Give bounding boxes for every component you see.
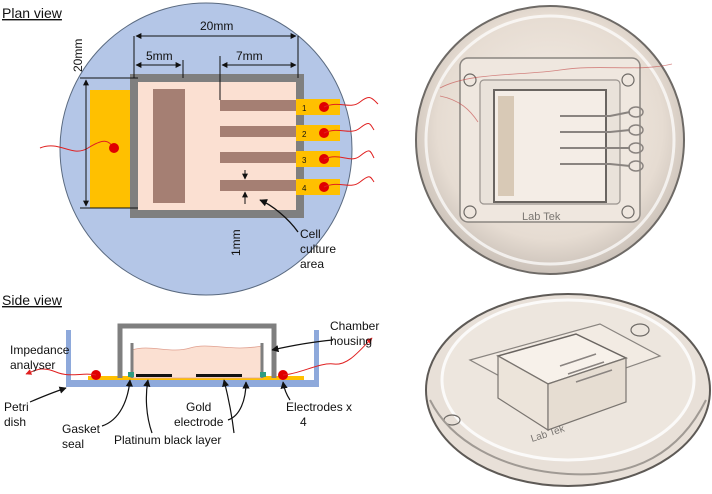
electrode-finger-2: [220, 126, 300, 137]
platinum-black-label: Platinum black layer: [114, 433, 221, 447]
electrode-finger-4: [220, 180, 300, 191]
photo-dish-rim: [424, 14, 676, 266]
plan-view: Plan view 1 2 3 4: [2, 2, 379, 296]
gold-electrode-line-1: Gold: [186, 400, 211, 414]
photo-wire-left: [439, 95, 479, 123]
electrode-number-1: 1: [302, 104, 307, 113]
platinum-black-right: [196, 374, 242, 377]
device-photo-bottom: Lab Tek: [425, 293, 711, 487]
platinum-black-arrow-left: [143, 379, 153, 434]
gasket-seal-left: [128, 372, 134, 377]
chamber-housing-line-2: housing: [330, 334, 372, 348]
photo-wire-top: [439, 63, 673, 89]
photo-electrode-fingers: [560, 111, 631, 167]
photo-reference-electrode: [498, 96, 514, 196]
gold-pad-4: [296, 179, 340, 195]
impedance-analyser-line-2: analyser: [10, 358, 55, 372]
platinum-black-arrow-right: [222, 379, 235, 434]
cell-culture-line-2: culture: [300, 242, 336, 256]
side-wire-left: [25, 368, 97, 376]
dim-7mm-label: 7mm: [236, 49, 263, 63]
contact-dot-left: [109, 143, 119, 153]
side-wire-right: [282, 337, 373, 376]
photo-chamber-side-right: [547, 357, 627, 431]
electrode-number-2: 2: [302, 130, 307, 139]
gasket-seal-arrow: [101, 379, 133, 427]
electrode-number-3: 3: [302, 156, 307, 165]
side-view: Side view Chamber housing Impedance anal…: [2, 292, 379, 451]
photo-screw-hole: [630, 323, 650, 337]
gasket-seal-line-2: seal: [62, 437, 84, 451]
electrodes-line-1: Electrodes x: [286, 400, 352, 414]
electrode-finger-1: [220, 100, 300, 111]
dim-1mm-label: 1mm: [229, 229, 243, 256]
petri-dish-arrow: [29, 386, 67, 403]
reference-electrode: [153, 89, 185, 203]
petri-dish-line-1: Petri: [4, 400, 29, 414]
cell-culture-line-3: area: [300, 257, 324, 271]
gold-pad-1: [296, 99, 340, 115]
chamber-housing-line-1: Chamber: [330, 319, 379, 333]
wire-2: [323, 123, 375, 134]
electrode-finger-3: [220, 152, 300, 163]
gold-pad-3: [296, 151, 340, 167]
petri-base: [66, 380, 319, 387]
device-photo-top: Lab Tek: [415, 5, 685, 275]
electrodes-arrow: [280, 381, 291, 401]
plan-view-title: Plan view: [2, 5, 63, 21]
impedance-analyser-line-1: Impedance: [10, 343, 70, 357]
wire-4: [323, 176, 375, 188]
petri-wall-right: [314, 330, 319, 386]
photo-logo-top: Lab Tek: [522, 211, 561, 223]
electrodes-line-2: 4: [300, 415, 307, 429]
petri-wall-left: [66, 330, 71, 386]
photo-contact-pads: [628, 106, 644, 172]
gold-electrode-line-2: electrode: [174, 415, 224, 429]
wire-1: [323, 97, 379, 108]
cell-culture-line-1: Cell: [300, 227, 321, 241]
electrode-number-4: 4: [302, 184, 307, 193]
photo-perspective-fingers: [559, 353, 613, 383]
chamber-housing-arrow: [271, 339, 334, 353]
gold-pad-2: [296, 125, 340, 141]
cell-culture-arrow: [259, 199, 299, 233]
dim-height-label: 20mm: [71, 39, 85, 72]
gold-layer-left: [88, 376, 128, 380]
culture-medium: [131, 345, 263, 379]
petri-dish-line-2: dish: [4, 415, 26, 429]
platinum-black-left: [136, 374, 172, 377]
photo-dish-wall: [429, 399, 707, 476]
gold-electrode-arrow: [227, 381, 250, 421]
gold-electrode-layer: [128, 377, 266, 380]
side-view-title: Side view: [2, 292, 63, 308]
gasket-seal-line-1: Gasket: [62, 422, 101, 436]
dim-5mm-label: 5mm: [146, 49, 173, 63]
dim-width-label: 20mm: [200, 19, 233, 33]
gasket-seal-right: [260, 372, 266, 377]
wire-3: [323, 150, 375, 160]
